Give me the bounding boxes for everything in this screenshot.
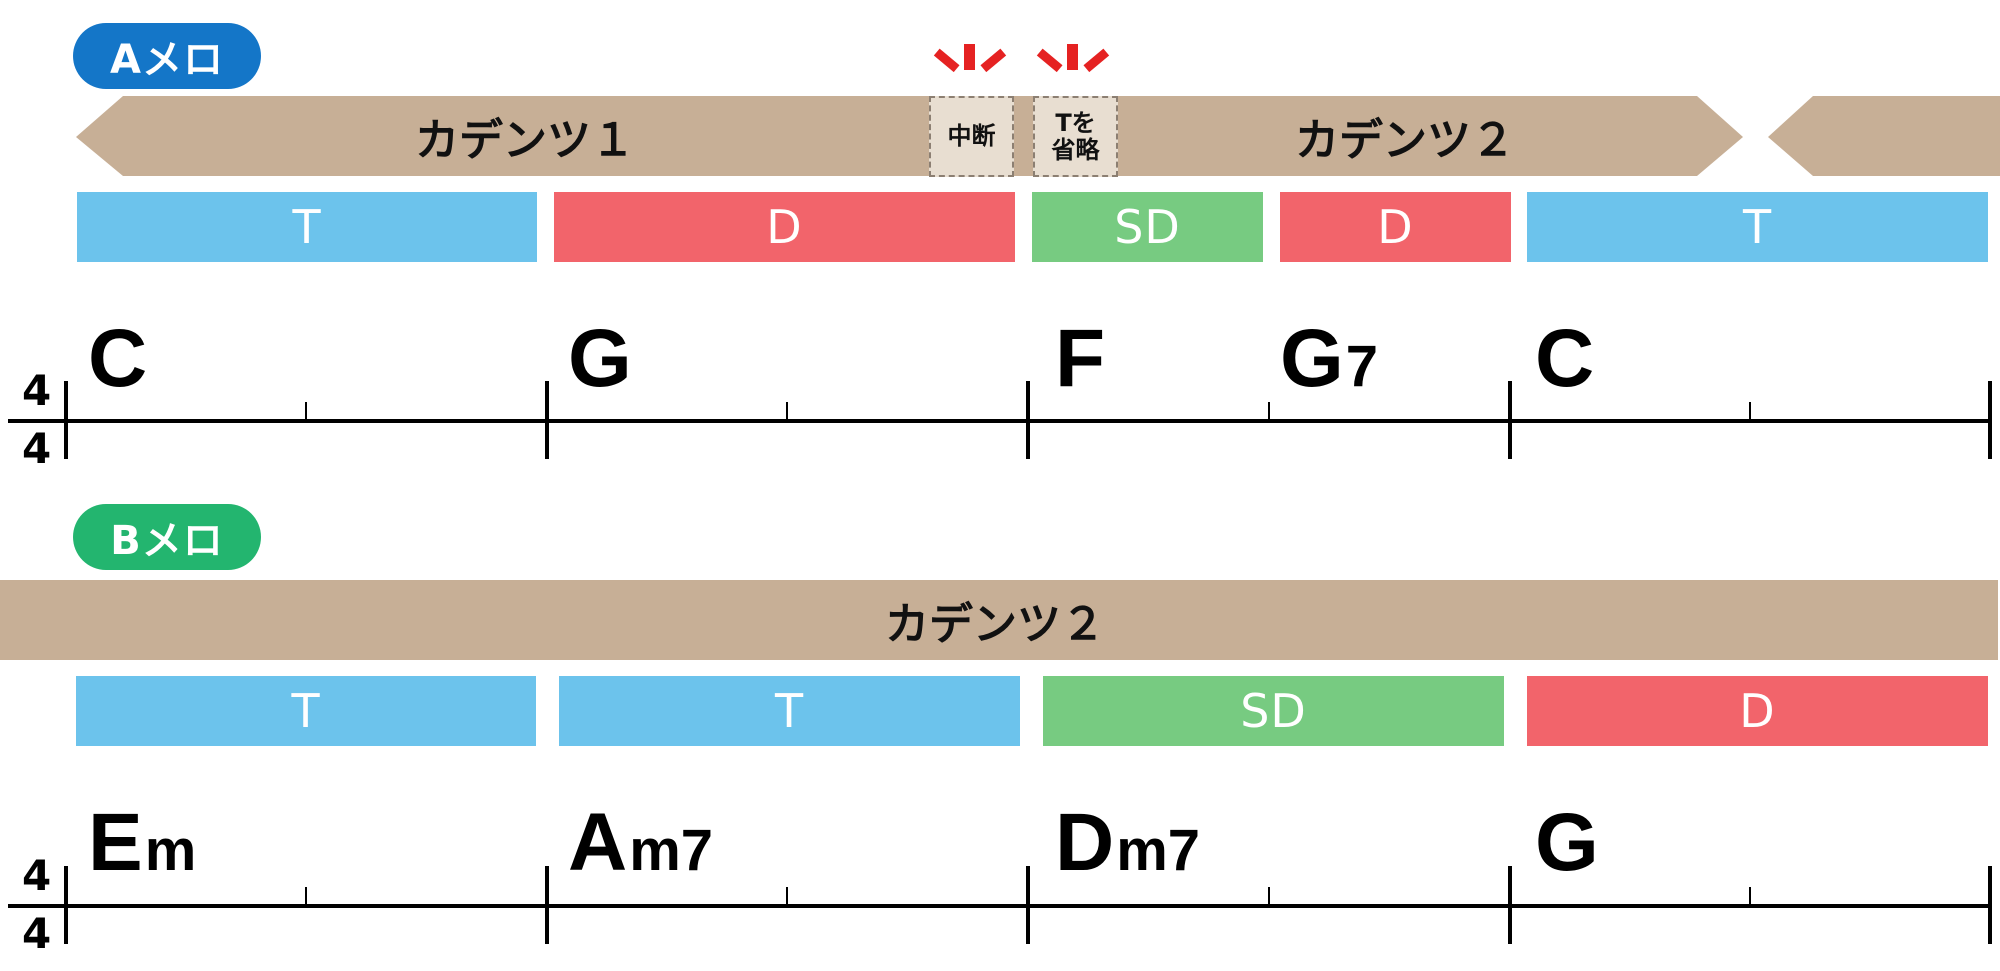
cadence-2-label: カデンツ２	[1295, 115, 1515, 166]
chord: G7	[1280, 318, 1378, 400]
section-b-badge: Bメロ	[73, 504, 261, 570]
chord: C	[88, 318, 149, 400]
cadence-2-bar	[0, 580, 1998, 660]
time-signature-top: 4	[22, 366, 52, 415]
cadence-2-arrow	[1110, 96, 1743, 176]
omit-note-line2: 省略	[1051, 135, 1100, 164]
omit-tonic-note: Tを 省略	[1033, 96, 1118, 177]
omit-note-line1: Tを	[1055, 109, 1096, 138]
chord-quality: m	[144, 818, 197, 883]
cadence-next-arrow	[1768, 96, 2000, 176]
chord-root: F	[1055, 313, 1106, 404]
chord: Am7	[568, 802, 713, 884]
interrupt-burst-icon	[933, 44, 1007, 73]
interrupt-note: 中断	[929, 96, 1014, 177]
cadence-2-label: カデンツ２	[885, 599, 1105, 650]
section-a-label: Aメロ	[110, 37, 224, 83]
chord-root: C	[88, 313, 148, 404]
chord: Em	[88, 802, 196, 884]
chord-root: G	[1535, 797, 1599, 888]
time-signature-bottom: 4	[22, 424, 52, 473]
function-block-t: T	[77, 192, 537, 262]
cadence-1-arrow	[76, 96, 1060, 176]
time-signature-bottom: 4	[22, 909, 52, 958]
chord-quality: m7	[1116, 818, 1201, 883]
interrupt-note-text: 中断	[947, 122, 996, 151]
function-block-t: T	[559, 676, 1020, 746]
time-signature-top: 4	[22, 851, 52, 900]
cadence-1-label: カデンツ１	[415, 115, 635, 166]
function-block-t: T	[76, 676, 536, 746]
cadence-arrows-a	[76, 96, 2000, 176]
function-block-d: D	[1527, 676, 1988, 746]
chord-root: E	[88, 797, 143, 888]
chord: F	[1055, 318, 1107, 400]
chord-root: G	[568, 313, 632, 404]
function-block-t: T	[1527, 192, 1988, 262]
chord-quality: 7	[1345, 334, 1379, 399]
chord: Dm7	[1055, 802, 1200, 884]
rhythm-staff-a	[8, 381, 1992, 459]
omit-burst-icon	[1036, 44, 1110, 73]
chord-root: D	[1055, 797, 1115, 888]
rhythm-staff-b	[8, 866, 1992, 944]
chord-root: G	[1280, 313, 1344, 404]
chord: C	[1535, 318, 1596, 400]
function-block-sd: SD	[1032, 192, 1263, 262]
chord: G	[568, 318, 634, 400]
chord-quality: m7	[629, 818, 714, 883]
chord-root: A	[568, 797, 628, 888]
section-a-badge: Aメロ	[73, 23, 261, 89]
section-b-label: Bメロ	[110, 518, 224, 564]
function-block-d: D	[1280, 192, 1511, 262]
function-block-d: D	[554, 192, 1015, 262]
chord: G	[1535, 802, 1601, 884]
function-block-sd: SD	[1043, 676, 1504, 746]
chord-root: C	[1535, 313, 1595, 404]
